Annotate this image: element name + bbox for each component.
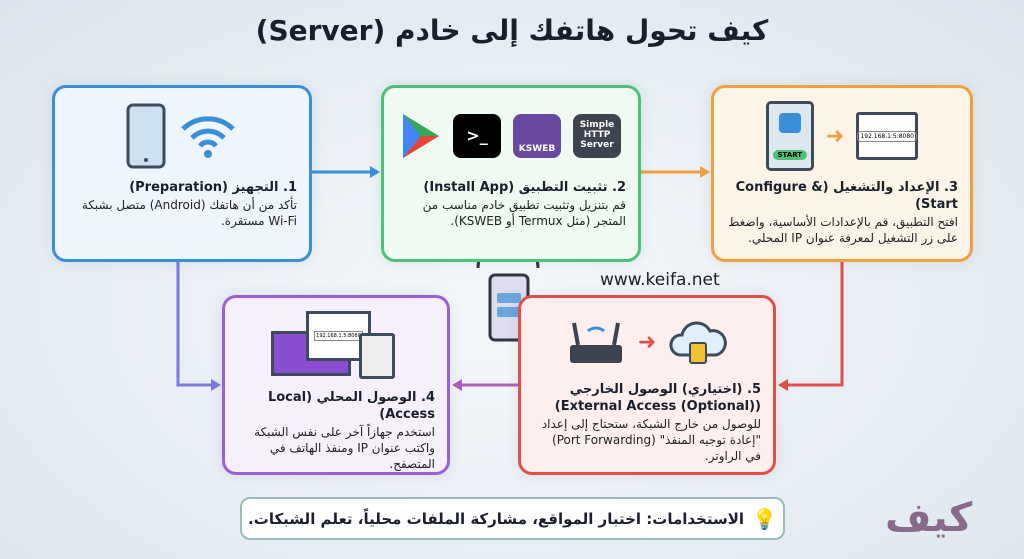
step-2-card: >_ KSWEB Simple HTTP Server 2. تثبيت الت… xyxy=(381,85,641,262)
termux-icon: >_ xyxy=(453,114,501,158)
cloud-lock-icon xyxy=(669,321,728,364)
uses-banner: 💡 الاستخدامات: اختبار المواقع، مشاركة ال… xyxy=(240,497,785,540)
uses-text: الاستخدامات: اختبار المواقع، مشاركة المل… xyxy=(248,509,745,528)
step-text: قم بتنزيل وتثبيت تطبيق خادم مناسب من الم… xyxy=(422,197,626,229)
step-text: استخدم جهازاً آخر على نفس الشبكة واكتب ع… xyxy=(254,424,435,472)
website-link[interactable]: www.keifa.net xyxy=(600,270,720,290)
arrow-right-icon: ➜ xyxy=(825,123,845,149)
ksweb-icon: KSWEB xyxy=(513,114,561,158)
arrow-right-icon: ➜ xyxy=(637,329,657,355)
browser-window-icon: 192.168.1.5:8080 xyxy=(856,112,919,160)
page-title: كيف تحول هاتفك إلى خادم (Server) xyxy=(255,14,769,47)
wifi-icon xyxy=(181,116,235,158)
step-text: تأكد من أن هاتفك (Android) متصل بشبكة Wi… xyxy=(81,197,297,229)
simple-http-server-icon: Simple HTTP Server xyxy=(573,114,621,158)
step-title: 3. الإعداد والتشغيل (Configure & Start) xyxy=(735,180,958,212)
start-button: START xyxy=(772,149,808,160)
step-4-card: 192.168.1.5:8080 4. الوصول المحلي (Local… xyxy=(222,295,450,475)
phone-app-icon: START xyxy=(765,101,814,171)
lightbulb-icon: 💡 xyxy=(752,506,777,531)
step-text: افتح التطبيق، قم بالإعدادات الأساسية، وا… xyxy=(728,214,958,245)
router-icon xyxy=(569,322,622,363)
step-title: 4. الوصول المحلي (Local Access) xyxy=(267,390,435,422)
phone-icon xyxy=(126,103,166,169)
keifa-logo: كيف xyxy=(885,495,973,541)
step-title: 1. التجهيز (Preparation) xyxy=(129,180,297,195)
step-1-card: 1. التجهيز (Preparation) تأكد من أن هاتف… xyxy=(52,85,312,262)
step-title: 5. (اختياري) الوصول الخارجي ((Optional) … xyxy=(554,382,761,414)
arrow-1-4 xyxy=(176,262,212,387)
arrow-3-5 xyxy=(786,262,844,387)
play-store-icon xyxy=(403,114,439,158)
step-title: 2. تثبيت التطبيق (Install App) xyxy=(423,180,626,195)
devices-icon: 192.168.1.5:8080 xyxy=(271,311,401,381)
step-text: للوصول من خارج الشبكة، ستحتاج إلى إعداد … xyxy=(541,416,761,464)
step-5-card: ➜ 5. (اختياري) الوصول الخارجي ((Optional… xyxy=(518,295,776,475)
step-3-card: START ➜ 192.168.1.5:8080 3. الإعداد والت… xyxy=(711,85,973,262)
